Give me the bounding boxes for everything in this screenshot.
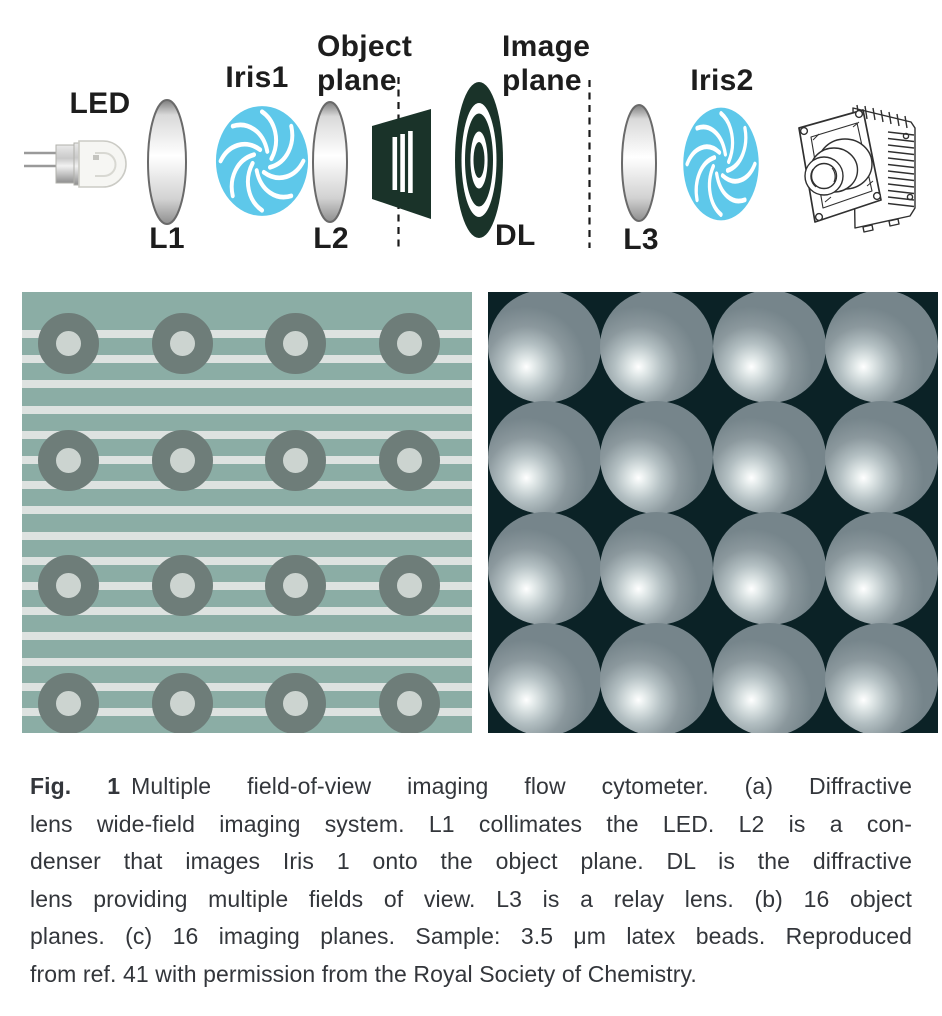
l1-lens-icon xyxy=(147,99,187,225)
iris1-label: Iris1 xyxy=(225,61,288,94)
object-plane-ring xyxy=(378,672,440,733)
bead-image xyxy=(488,511,601,625)
panel-b-object-planes xyxy=(22,292,472,733)
caption-line: from ref. 41 with permission from the Ro… xyxy=(30,960,697,987)
object-plane-ring xyxy=(37,554,99,616)
bead-image xyxy=(600,622,713,733)
caption-line: lens wide-field imaging system. L1 colli… xyxy=(30,810,912,837)
flow-channel-stripe xyxy=(22,582,472,590)
caption-line: planes. (c) 16 imaging planes. Sample: 3… xyxy=(30,923,912,950)
object-plane-ring xyxy=(264,672,326,733)
bead-image xyxy=(712,622,826,733)
flow-channel-stripe xyxy=(22,632,472,641)
object-plane-ring xyxy=(37,672,99,733)
flow-channel-stripe xyxy=(22,456,472,464)
bead-image xyxy=(600,400,713,514)
bead-image xyxy=(600,292,713,403)
image-plane-label-line2: plane xyxy=(502,64,582,97)
figure-caption: Fig. 1 Multiple field-of-view imaging flo… xyxy=(30,768,912,994)
l2-lens-icon xyxy=(312,101,348,223)
flow-channel-stripe xyxy=(22,355,472,364)
l3-label: L3 xyxy=(623,223,659,256)
flow-channel-stripe xyxy=(22,330,472,338)
caption-line: lens providing multiple fields of view. … xyxy=(30,885,912,912)
object-plane-ring xyxy=(264,554,326,616)
led-icon xyxy=(24,140,127,188)
diffractive-lens-icon xyxy=(455,82,503,238)
iris2-icon xyxy=(683,108,758,221)
flow-channel-stripe xyxy=(22,531,472,540)
caption-line: denser that images Iris 1 onto the objec… xyxy=(30,848,912,875)
bead-image xyxy=(825,292,938,403)
object-plane-ring xyxy=(151,672,213,733)
flow-channel-stripe xyxy=(22,682,472,691)
object-plane-ring xyxy=(264,429,326,491)
bead-image xyxy=(712,292,826,403)
flow-channel-stripe xyxy=(22,708,472,716)
bead-image xyxy=(488,292,601,403)
object-plane-ring xyxy=(37,429,99,491)
object-plane-ring xyxy=(151,312,213,374)
iris1-icon xyxy=(216,106,308,216)
dl-label: DL xyxy=(495,219,536,252)
object-plane-ring xyxy=(378,429,440,491)
flow-channel-stripe xyxy=(22,556,472,565)
flow-channel-stripe xyxy=(22,481,472,490)
flow-channel-stripe xyxy=(22,607,472,616)
flow-channel-stripe xyxy=(22,657,472,666)
bead-image xyxy=(488,622,601,733)
object-plane-ring xyxy=(151,554,213,616)
flow-channel-stripe xyxy=(22,380,472,389)
l3-lens-icon xyxy=(621,104,657,222)
caption-line: Fig. 1 Multiple field-of-view imaging flo… xyxy=(30,768,912,806)
l2-label: L2 xyxy=(313,222,349,255)
sample-object-icon xyxy=(372,109,431,219)
object-plane-ring xyxy=(378,554,440,616)
l1-label: L1 xyxy=(149,222,185,255)
bead-image xyxy=(825,622,938,733)
flow-channel-stripe xyxy=(22,506,472,515)
iris2-label: Iris2 xyxy=(690,64,753,97)
led-label: LED xyxy=(70,87,131,120)
bead-image xyxy=(712,400,826,514)
object-plane-ring xyxy=(264,312,326,374)
object-plane-ring xyxy=(378,312,440,374)
optical-diagram: LED L1 Iris1 L2 Object plane DL Image pl… xyxy=(24,30,916,256)
flow-channel-stripe xyxy=(22,430,472,439)
camera-icon xyxy=(798,104,916,233)
object-plane-label-line1: Object xyxy=(317,30,412,63)
caption-text: Multiple field-of-view imaging flow cyto… xyxy=(131,773,912,799)
image-plane-label-line1: Image xyxy=(502,30,590,63)
bead-image xyxy=(488,400,601,514)
object-plane-ring xyxy=(151,429,213,491)
bead-image xyxy=(600,511,713,625)
bead-image xyxy=(825,400,938,514)
flow-channel-stripe xyxy=(22,405,472,414)
object-plane-label-line2: plane xyxy=(317,64,397,97)
panel-c-imaging-planes xyxy=(488,292,938,733)
bead-image xyxy=(825,511,938,625)
object-plane-ring xyxy=(37,312,99,374)
bead-image xyxy=(712,511,826,625)
caption-fig-number: Fig. 1 xyxy=(30,773,121,799)
